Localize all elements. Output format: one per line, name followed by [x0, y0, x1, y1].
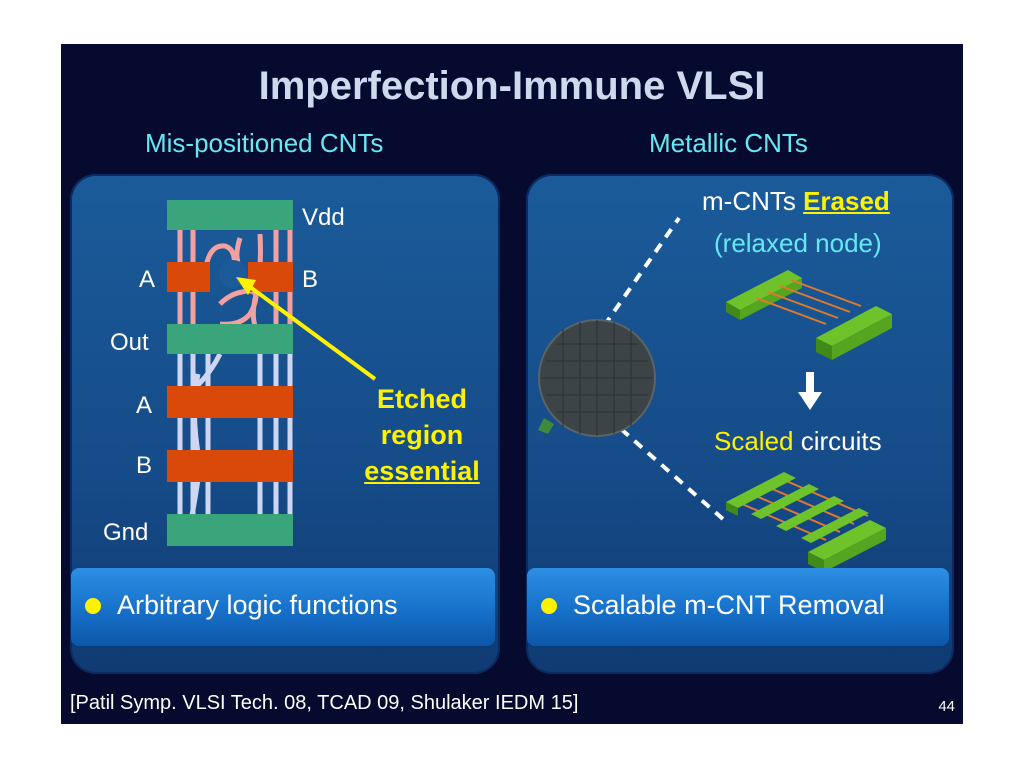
- gate-a-mid: [167, 386, 293, 418]
- gnd-label: Gnd: [103, 519, 149, 546]
- bottom-caption-rest: circuits: [793, 426, 882, 456]
- left-bullet-bar: Arbitrary logic functions: [71, 568, 495, 646]
- scaled-highlight: Scaled: [714, 426, 794, 456]
- callout-line-3: essential: [364, 456, 480, 486]
- wafer-diagram: [538, 216, 892, 572]
- top-caption-sub: (relaxed node): [714, 228, 882, 258]
- top-caption: m-CNTs Erased: [702, 186, 890, 217]
- left-bullet-text: Arbitrary logic functions: [117, 590, 398, 620]
- right-bullet-text: Scalable m-CNT Removal: [573, 590, 885, 620]
- gate-b-mid: [167, 450, 293, 482]
- dashed-line-top: [602, 216, 681, 328]
- callout-arrow-line: [244, 282, 377, 381]
- out-label: Out: [110, 329, 149, 356]
- slide-title: Imperfection-Immune VLSI: [258, 64, 766, 108]
- b-mid-label: B: [136, 452, 153, 479]
- device-relaxed: [726, 270, 892, 360]
- a-top-label: A: [139, 266, 156, 293]
- vdd-rail: [167, 200, 293, 230]
- down-arrow: [798, 372, 822, 410]
- dashed-line-bottom: [619, 427, 726, 522]
- device-scaled: [726, 472, 886, 572]
- wafer: [538, 319, 656, 437]
- bottom-caption: Scaled circuits: [714, 426, 882, 457]
- erased-highlight: Erased: [803, 186, 890, 216]
- callout-line-2: region: [380, 420, 464, 450]
- out-rail: [167, 324, 293, 354]
- gate-a-top: [167, 262, 210, 292]
- page-number: 44: [938, 698, 955, 715]
- gate-b-top: [248, 262, 293, 292]
- a-mid-label: A: [136, 392, 153, 419]
- left-panel: Vdd A B Out A B Gnd Etched region essent…: [70, 174, 500, 674]
- cnt-logic-diagram: [167, 200, 377, 546]
- bullet-dot: [541, 598, 557, 614]
- callout-arrow-head: [236, 277, 256, 295]
- callout-line-1: Etched: [376, 384, 468, 414]
- right-panel: m-CNTs Erased (relaxed node) Scaled circ…: [526, 174, 954, 674]
- slide: Imperfection-Immune VLSI Mis-positioned …: [61, 44, 963, 724]
- bullet-dot: [85, 598, 101, 614]
- vdd-label: Vdd: [302, 204, 345, 231]
- b-top-label: B: [302, 266, 319, 293]
- right-column-heading: Metallic CNTs: [649, 128, 808, 158]
- gnd-rail: [167, 514, 293, 546]
- left-column-heading: Mis-positioned CNTs: [145, 128, 384, 158]
- right-bullet-bar: Scalable m-CNT Removal: [527, 568, 949, 646]
- citation: [Patil Symp. VLSI Tech. 08, TCAD 09, Shu…: [70, 692, 579, 714]
- top-caption-prefix: m-CNTs: [702, 186, 804, 216]
